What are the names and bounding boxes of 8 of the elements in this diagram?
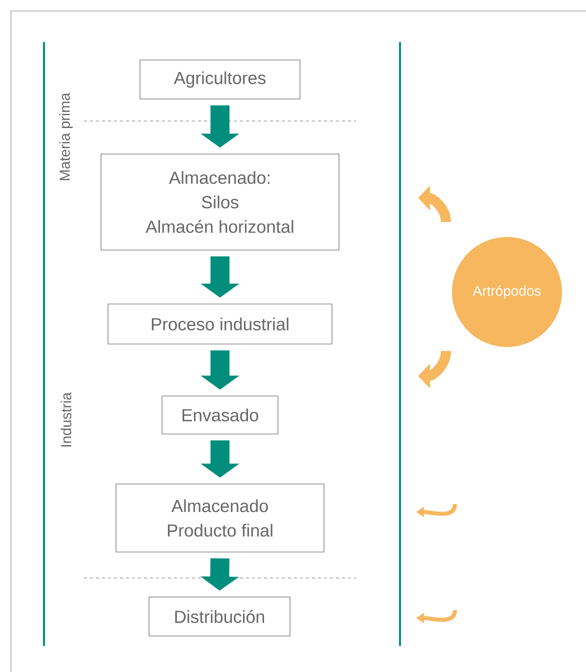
process-box: Proceso industrial [108,304,332,344]
process-box: Envasado [162,396,278,434]
process-box: Agricultores [140,60,300,100]
process-box: Almacenado Producto final [116,484,324,552]
side-label: Industria [60,392,72,446]
side-label: Materia prima [59,92,73,180]
process-box: Distribución [148,596,290,636]
process-box: Almacenado: Silos Almacén horizontal [100,154,340,250]
